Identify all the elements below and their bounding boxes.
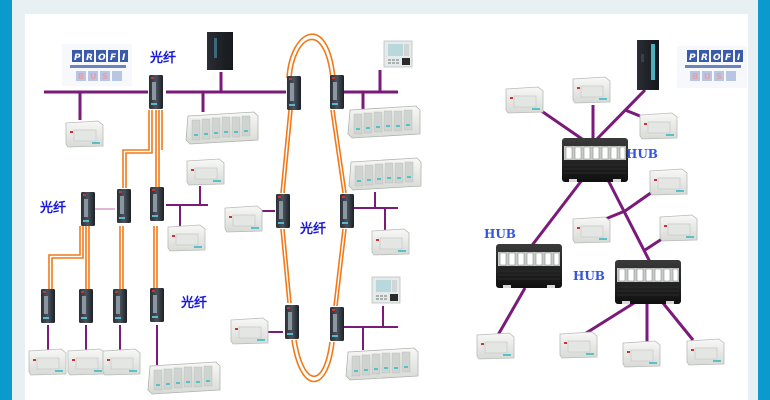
plc-cpu bbox=[637, 40, 659, 90]
olm-module bbox=[276, 194, 290, 228]
logo-letter: B bbox=[692, 72, 698, 81]
io-rack bbox=[347, 105, 421, 139]
diagram-canvas: P R O F I B U S 光纤 光纤 光纤 光纤 bbox=[25, 14, 748, 400]
field-device bbox=[572, 216, 611, 244]
field-device bbox=[65, 120, 104, 148]
profibus-hub bbox=[614, 259, 682, 305]
olm-module bbox=[150, 288, 164, 322]
olm-module bbox=[41, 289, 55, 323]
logo-letter: P bbox=[689, 53, 696, 63]
field-device bbox=[639, 112, 678, 140]
olm-module bbox=[287, 76, 301, 110]
logo-letter: U bbox=[90, 72, 97, 81]
field-device bbox=[67, 348, 106, 376]
frame-left-bar bbox=[0, 0, 12, 400]
profibus-hub bbox=[561, 137, 629, 183]
logo-letter: F bbox=[725, 53, 732, 63]
io-rack bbox=[147, 361, 221, 395]
olm-module bbox=[340, 194, 354, 228]
fiber-label: 光纤 bbox=[39, 200, 66, 216]
fiber-ring bbox=[280, 33, 347, 383]
field-device bbox=[505, 86, 544, 114]
topology-diagram: P R O F I B U S 光纤 光纤 光纤 光纤 bbox=[28, 32, 747, 395]
hub-label: HUB bbox=[484, 227, 516, 241]
logo-letter: R bbox=[701, 53, 708, 63]
olm-module bbox=[79, 289, 93, 323]
logo-letter: O bbox=[713, 53, 721, 63]
olm-module bbox=[150, 187, 164, 221]
profibus-hub bbox=[495, 243, 563, 289]
field-device bbox=[371, 228, 410, 256]
field-device bbox=[649, 168, 688, 196]
logo-letter: U bbox=[704, 72, 711, 81]
field-device bbox=[167, 224, 206, 252]
olm-module bbox=[149, 75, 163, 109]
olm-module bbox=[117, 189, 131, 223]
logo-letter: P bbox=[74, 53, 81, 63]
fiber-label: 光纤 bbox=[180, 295, 207, 311]
logo-letter: O bbox=[98, 53, 106, 63]
olm-module bbox=[330, 307, 344, 341]
olm-module bbox=[81, 192, 95, 226]
profibus-main-line bbox=[44, 70, 398, 120]
field-device bbox=[572, 76, 611, 104]
left-topology: P R O F I B U S 光纤 光纤 光纤 光纤 bbox=[28, 32, 422, 395]
field-device bbox=[224, 205, 263, 233]
logo-letter: I bbox=[737, 53, 741, 63]
logo-letter: I bbox=[122, 53, 126, 63]
right-topology: P R O F I B U S HUB H bbox=[476, 40, 747, 368]
olm-module bbox=[330, 75, 344, 109]
logo-letter: S bbox=[102, 72, 108, 81]
hmi-panel bbox=[383, 40, 413, 68]
field-device bbox=[186, 158, 225, 186]
hmi-panel bbox=[371, 276, 401, 304]
io-rack bbox=[345, 347, 419, 381]
fiber-label: 光纤 bbox=[299, 221, 326, 237]
profibus-logo-right: P R O F I B U S bbox=[677, 46, 747, 88]
field-device bbox=[559, 331, 598, 359]
hub-bus-lines bbox=[496, 88, 695, 342]
logo-letter: F bbox=[110, 53, 117, 63]
olm-module bbox=[285, 305, 299, 339]
fiber-lines-left bbox=[48, 110, 163, 290]
hub-label: HUB bbox=[573, 269, 605, 283]
io-rack bbox=[348, 157, 422, 191]
plc-cpu bbox=[207, 32, 233, 70]
field-device bbox=[102, 348, 141, 376]
profibus-logo-left: P R O F I B U S bbox=[62, 44, 132, 86]
branch-lines bbox=[47, 186, 208, 365]
field-device bbox=[230, 317, 269, 345]
fiber-label: 光纤 bbox=[149, 50, 176, 66]
field-device bbox=[686, 338, 725, 366]
logo-letter: R bbox=[86, 53, 93, 63]
field-device bbox=[659, 214, 698, 242]
field-device bbox=[28, 348, 67, 376]
field-device bbox=[622, 340, 661, 368]
io-rack bbox=[185, 111, 259, 145]
olm-module bbox=[113, 289, 127, 323]
logo-letter: S bbox=[716, 72, 722, 81]
logo-letter: B bbox=[78, 72, 84, 81]
hub-label: HUB bbox=[626, 147, 658, 161]
field-device bbox=[476, 332, 515, 360]
frame-right-bar bbox=[758, 0, 770, 400]
